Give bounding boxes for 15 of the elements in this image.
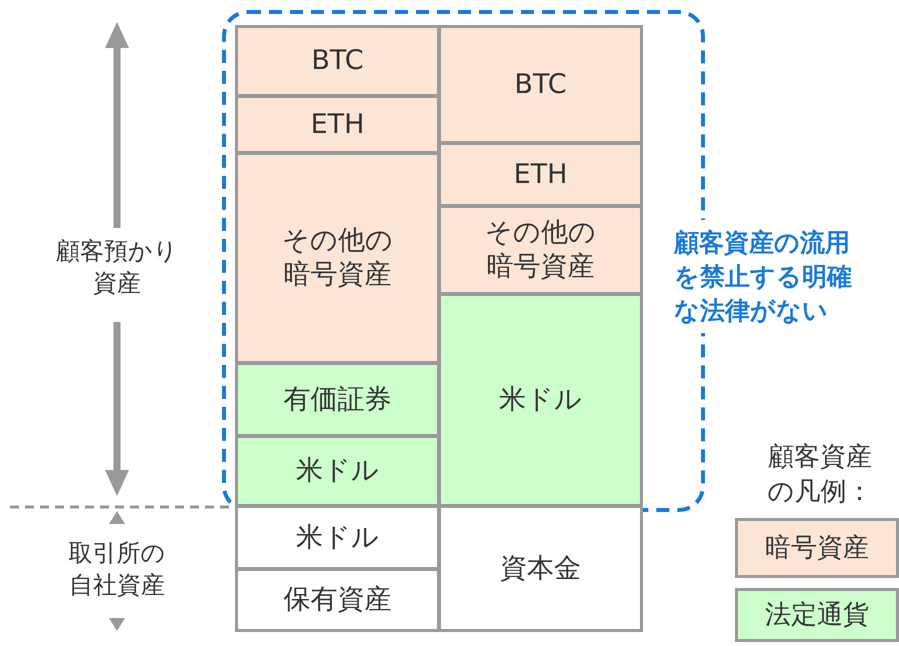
legend-swatch: 暗号資産 [735,518,899,578]
asset-cell: ETH [438,142,643,207]
asset-cell: 保有資産 [235,568,440,632]
asset-cell: その他の暗号資産 [235,152,440,364]
asset-cell: その他の暗号資産 [438,205,643,295]
asset-cell: BTC [235,25,440,97]
legend-swatch: 法定通貨 [735,588,899,642]
asset-cell: ETH [235,95,440,154]
asset-cell: 米ドル [438,293,643,507]
asset-cell: 米ドル [235,505,440,570]
asset-cell: 有価証券 [235,362,440,437]
asset-cell: BTC [438,25,643,144]
asset-cell: 資本金 [438,505,643,632]
legend-title: 顧客資産の凡例： [766,441,874,510]
asset-cell: 米ドル [235,435,440,507]
